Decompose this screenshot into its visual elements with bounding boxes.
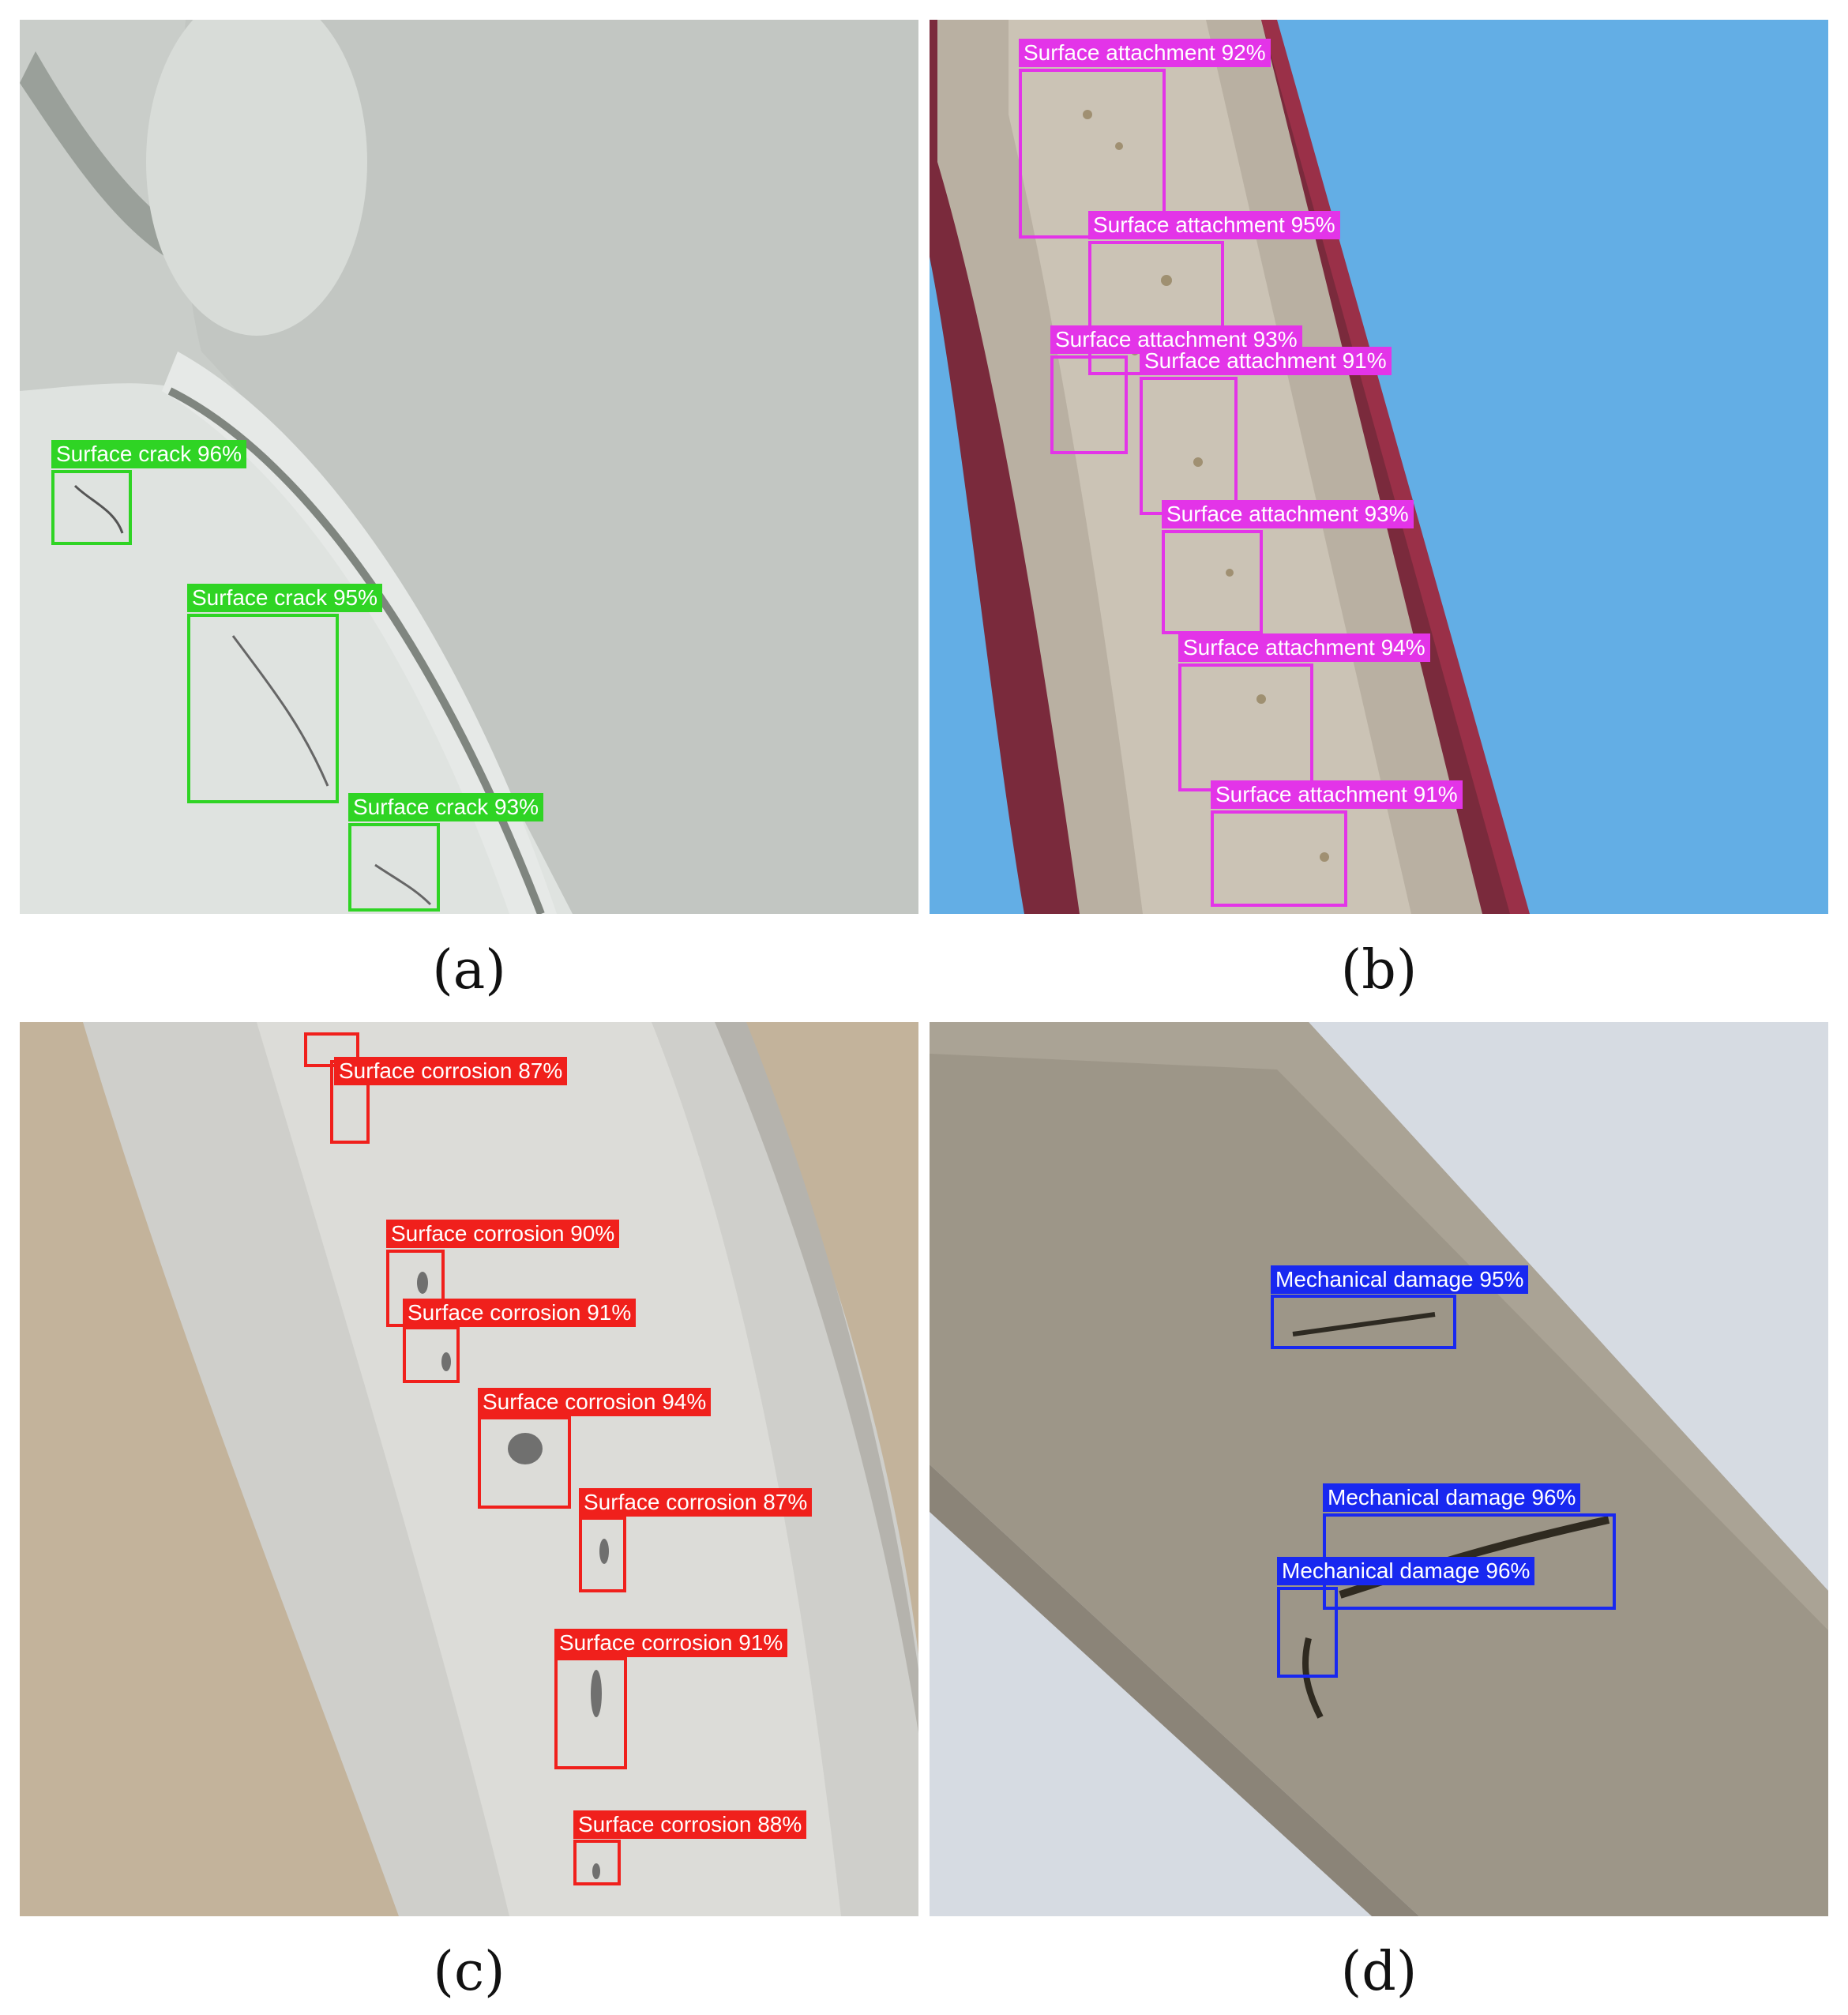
detection-label: Surface corrosion 94% [478, 1388, 712, 1416]
panel-a: Surface crack 96% Surface crack 95% Surf… [20, 20, 918, 914]
detection-label: Surface corrosion 91% [554, 1629, 788, 1657]
detection-label: Surface crack 96% [51, 440, 246, 468]
detection-box [554, 1657, 627, 1769]
panel-caption: (c) [433, 1941, 505, 2003]
detection-label: Surface corrosion 88% [573, 1810, 807, 1839]
detection-label: Surface attachment 93% [1162, 500, 1414, 528]
detection-box [403, 1326, 460, 1383]
corroded-blade-photo [20, 1022, 918, 1916]
detection-box [1140, 377, 1238, 515]
detection-box [1271, 1295, 1456, 1349]
detection-box [1211, 810, 1347, 907]
panel-caption: (d) [1340, 1941, 1418, 2003]
detection-box [573, 1840, 621, 1885]
detection-box [51, 470, 132, 545]
detection-box [1277, 1587, 1338, 1678]
detection-box [1178, 664, 1313, 791]
detection-label: Surface crack 93% [348, 793, 543, 821]
detection-box [1050, 355, 1128, 454]
detection-label: Surface corrosion 87% [579, 1488, 813, 1517]
detection-box [187, 614, 339, 803]
detection-label: Surface attachment 92% [1019, 39, 1271, 67]
detection-box [478, 1416, 571, 1509]
detection-label: Mechanical damage 96% [1277, 1557, 1535, 1585]
panel-caption: (b) [1340, 939, 1418, 1002]
detection-box [579, 1517, 626, 1592]
panel-d: Mechanical damage 95% Mechanical damage … [930, 1022, 1828, 1916]
detection-label: Mechanical damage 96% [1323, 1483, 1581, 1512]
detection-label: Surface attachment 94% [1178, 633, 1430, 662]
detection-label: Surface crack 95% [187, 584, 382, 612]
damaged-blade-photo [930, 1022, 1828, 1916]
detection-label: Surface corrosion 90% [386, 1220, 620, 1248]
panel-c: Surface corrosion 87% Surface corrosion … [20, 1022, 918, 1916]
panel-caption: (a) [432, 939, 506, 1002]
blade-against-sky-photo [930, 20, 1828, 914]
panel-b: Surface attachment 92% Surface attachmen… [930, 20, 1828, 914]
wind-turbine-blade-photo [20, 20, 918, 914]
detection-label: Surface attachment 91% [1140, 347, 1392, 375]
detection-label: Surface attachment 95% [1088, 211, 1340, 239]
detection-label: Mechanical damage 95% [1271, 1265, 1529, 1294]
detection-label: Surface attachment 91% [1211, 780, 1463, 809]
detection-label: Surface corrosion 87% [334, 1057, 568, 1085]
detection-label: Surface corrosion 91% [403, 1299, 637, 1327]
detection-box [1162, 530, 1263, 634]
detection-box [348, 823, 440, 912]
